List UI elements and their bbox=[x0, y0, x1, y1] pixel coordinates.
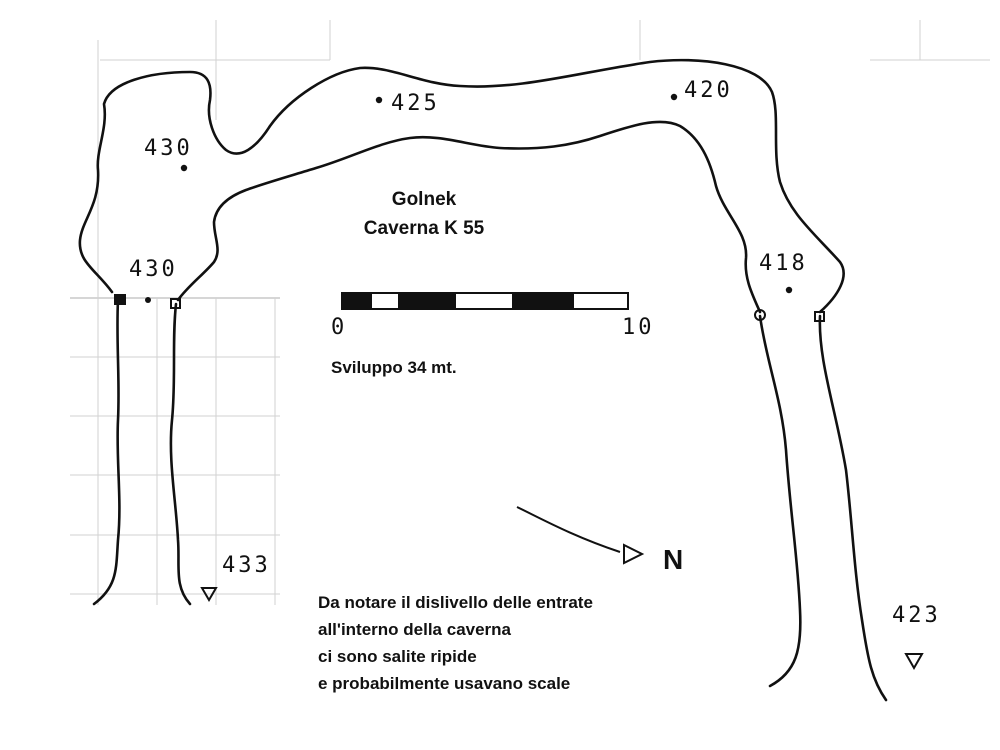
elevation-point-passage-mid bbox=[375, 96, 383, 104]
scale-label-start: 0 bbox=[331, 315, 347, 340]
elevation-label-exit-west: 433 bbox=[222, 553, 271, 578]
elevation-label-passage-mid: 425 bbox=[391, 91, 440, 116]
map-title-line1: Golnek bbox=[392, 189, 457, 210]
cave-inner-wall bbox=[176, 120, 762, 314]
north-label: N bbox=[663, 544, 683, 575]
elevation-label-room-west: 430 bbox=[144, 136, 193, 161]
elevation-label-passage-east: 420 bbox=[684, 78, 733, 103]
west-passage-right-wall bbox=[169, 302, 192, 606]
note-line-2: all'interno della caverna bbox=[318, 620, 512, 639]
entrance-triangle-east bbox=[904, 653, 924, 671]
cave-outer-wall bbox=[78, 58, 845, 314]
entrance-triangle-west bbox=[200, 587, 218, 602]
elevation-point-room-east bbox=[785, 286, 793, 294]
east-passage-left-wall bbox=[758, 314, 802, 688]
scale-caption: Sviluppo 34 mt. bbox=[331, 358, 457, 377]
scale-bar bbox=[341, 292, 629, 310]
note-line-1: Da notare il dislivello delle entrate bbox=[318, 593, 593, 612]
scale-label-end: 10 bbox=[622, 315, 655, 340]
note-line-4: e probabilmente usavano scale bbox=[318, 674, 570, 693]
note-line-3: ci sono salite ripide bbox=[318, 647, 477, 666]
east-passage-right-wall bbox=[818, 314, 888, 702]
elevation-point-room-west bbox=[180, 164, 188, 172]
elevation-label-room-east: 418 bbox=[759, 251, 808, 276]
elevation-label-entrance-west: 430 bbox=[129, 257, 178, 282]
survey-station-markers bbox=[114, 294, 825, 322]
elevation-point-passage-east bbox=[670, 93, 678, 101]
elevation-label-exit-east: 423 bbox=[892, 603, 941, 628]
map-title-line2: Caverna K 55 bbox=[364, 218, 485, 239]
west-passage-left-wall bbox=[92, 298, 121, 606]
north-arrow-icon bbox=[516, 506, 645, 565]
